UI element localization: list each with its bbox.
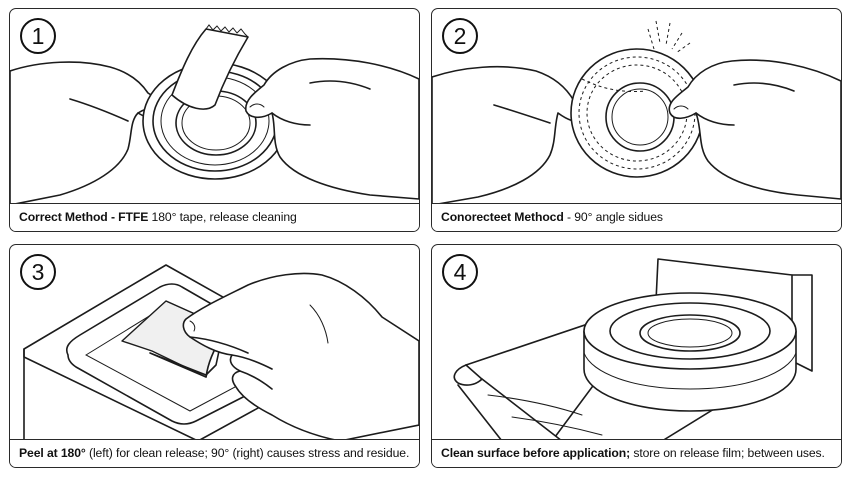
caption-bar: Correct Method - FTFE 180° tape, release… bbox=[10, 203, 419, 231]
step-2-illustration bbox=[432, 20, 841, 205]
step-4-illustration bbox=[453, 258, 813, 441]
caption-bold-text: Peel at 180° bbox=[19, 446, 86, 460]
step-caption: Correct Method - FTFE 180° tape, release… bbox=[19, 210, 297, 224]
step-3-illustration bbox=[23, 264, 419, 441]
step-panel-4: 4 Clean surface before application; stor… bbox=[431, 244, 842, 468]
step-panel-2: 2 Conorecteet Methocd - 90° angle sidues bbox=[431, 8, 842, 232]
caption-bold-text: Conorecteet Methocd bbox=[441, 210, 564, 224]
step-number-badge: 2 bbox=[442, 18, 478, 54]
step-number-badge: 3 bbox=[20, 254, 56, 290]
step-number-badge: 1 bbox=[20, 18, 56, 54]
caption-bar: Peel at 180° (left) for clean release; 9… bbox=[10, 439, 419, 467]
caption-bold-text: Clean surface before application; bbox=[441, 446, 631, 460]
caption-text: 180° tape, release cleaning bbox=[148, 210, 297, 224]
release-film-icon bbox=[453, 364, 603, 441]
caption-bar: Conorecteet Methocd - 90° angle sidues bbox=[432, 203, 841, 231]
step-panel-3: 3 Peel at 180° (left) for clean release;… bbox=[9, 244, 420, 468]
tape-strip-icon bbox=[171, 24, 249, 110]
caption-text: store on release film; between uses. bbox=[630, 446, 825, 460]
tape-roll-icon bbox=[583, 292, 797, 412]
caption-text: (left) for clean release; 90° (right) ca… bbox=[85, 446, 410, 460]
hand-icon bbox=[182, 272, 419, 441]
step-caption: Clean surface before application; store … bbox=[441, 446, 825, 460]
caption-bar: Clean surface before application; store … bbox=[432, 439, 841, 467]
step-number-badge: 4 bbox=[442, 254, 478, 290]
step-panel-1: 1 Correct Method - FTFE 180° tape, relea… bbox=[9, 8, 420, 232]
step-1-illustration bbox=[10, 24, 419, 205]
step-caption: Conorecteet Methocd - 90° angle sidues bbox=[441, 210, 663, 224]
right-hand-icon bbox=[668, 59, 841, 200]
right-hand-icon bbox=[244, 57, 419, 200]
left-hand-icon bbox=[432, 65, 593, 205]
stress-lines-icon bbox=[647, 20, 691, 54]
caption-text: - 90° angle sidues bbox=[563, 210, 663, 224]
caption-bold-text: Correct Method - FTFE bbox=[19, 210, 149, 224]
step-caption: Peel at 180° (left) for clean release; 9… bbox=[19, 446, 409, 460]
